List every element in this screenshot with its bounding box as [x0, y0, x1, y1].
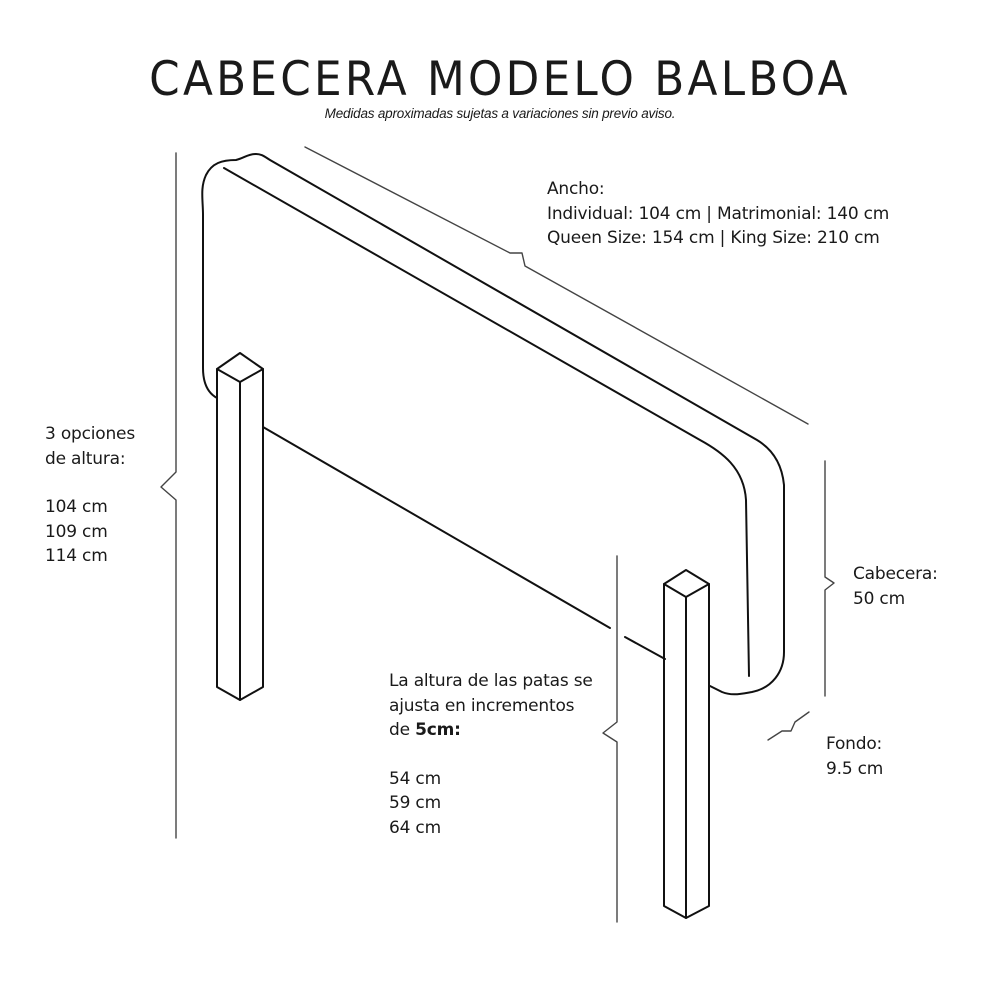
total-height-option-1: 104 cm [45, 497, 108, 517]
leg-height-increment-value: 5cm: [415, 720, 461, 740]
leg-height-option-3: 64 cm [389, 817, 441, 838]
total-height-label-line-1: 3 opciones [45, 424, 135, 444]
total-height-label-block: 3 opciones de altura: 104 cm 109 cm 114 … [45, 422, 135, 569]
leg-height-increment-prefix: de [389, 720, 416, 740]
headboard-height-dimension-line [824, 460, 835, 697]
page-title: CABECERA MODELO BALBOA [149, 52, 851, 107]
total-height-label-line-2: de altura: [45, 448, 126, 469]
leg-height-label-block: La altura de las patas se ajusta en incr… [389, 669, 593, 840]
headboard-height-value: 50 cm [853, 588, 905, 609]
total-height-option-2: 109 cm [45, 521, 108, 542]
leg-height-option-1: 54 cm [389, 768, 441, 789]
depth-dimension-line [767, 711, 810, 741]
total-height-dimension-line [160, 152, 177, 839]
total-height-option-3: 114 cm [45, 546, 108, 566]
right-leg [663, 569, 710, 919]
leg-height-label-line-3: de 5cm: [389, 718, 593, 743]
dimension-lines [160, 146, 835, 923]
leg-height-label-line-2: ajusta en incrementos [389, 695, 575, 716]
disclaimer-subtitle: Medidas aproximadas sujetas a variacione… [324, 106, 676, 121]
width-label: Ancho: [547, 179, 605, 199]
leg-height-dimension-line [602, 555, 618, 923]
width-dimension-line [304, 146, 809, 425]
width-sizes-line-1: Individual: 104 cm | Matrimonial: 140 cm [547, 203, 890, 224]
width-label-block: Ancho: Individual: 104 cm | Matrimonial:… [547, 177, 889, 251]
depth-value: 9.5 cm [826, 758, 884, 779]
headboard-height-label: Cabecera: [853, 564, 938, 584]
left-leg [216, 352, 264, 701]
leg-height-label-line-1: La altura de las patas se [389, 671, 593, 691]
headboard-panel [201, 153, 785, 696]
depth-label: Fondo: [826, 734, 883, 754]
leg-height-option-2: 59 cm [389, 793, 441, 813]
headboard-height-label-block: Cabecera: 50 cm [853, 562, 938, 611]
width-sizes-line-2: Queen Size: 154 cm | King Size: 210 cm [547, 228, 880, 248]
depth-label-block: Fondo: 9.5 cm [826, 732, 883, 781]
